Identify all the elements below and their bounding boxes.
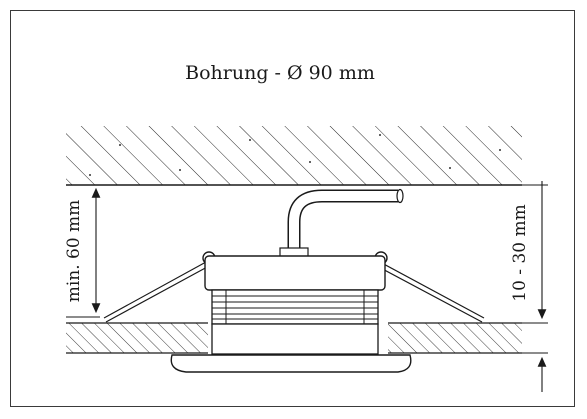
cable [287, 188, 404, 250]
spring-clip-left [103, 251, 216, 323]
dimension-min-depth: min. 60 mm [64, 184, 101, 318]
ceiling-slab [66, 126, 522, 186]
spring-clip-right [374, 251, 485, 323]
thickness-label: 10 - 30 mm [510, 204, 530, 301]
drawing-frame [10, 10, 575, 407]
drill-hole-title: Bohrung - Ø 90 mm [185, 62, 375, 84]
dimension-thickness: 10 - 30 mm [510, 181, 548, 392]
min-depth-label: min. 60 mm [64, 200, 84, 303]
luminaire-housing [170, 247, 412, 373]
ceiling-panel [66, 322, 522, 354]
